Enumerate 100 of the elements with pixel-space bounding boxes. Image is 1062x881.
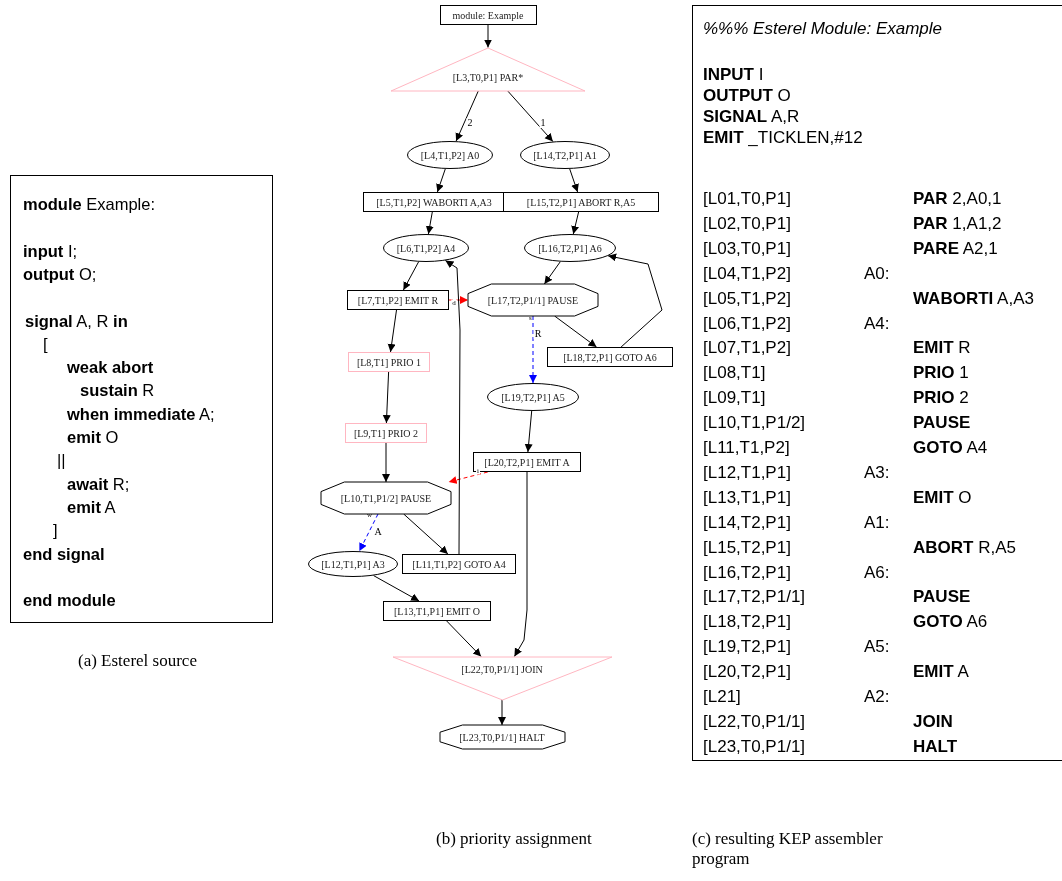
instruction: HALT — [913, 737, 958, 755]
edge-label: 2 — [466, 118, 474, 128]
node-text: [L12,T1,P1] A3 — [321, 558, 385, 570]
line-address: [L22,T0,P1/1] — [703, 712, 806, 730]
node-text: [L8,T1] PRIO 1 — [356, 356, 422, 368]
node-text: [L11,T1,P2] GOTO A4 — [412, 558, 506, 570]
label-ellipse — [487, 383, 579, 411]
line-address: [L07,T1,P2] — [703, 339, 791, 357]
code-line: await R; — [67, 475, 130, 493]
line-address: [L19,T2,P1] — [703, 638, 791, 656]
node-text: module: Example — [452, 9, 524, 21]
node-text: [L4,T1,P2] A0 — [420, 149, 480, 161]
process-box — [348, 352, 430, 372]
jump-label: A4: — [864, 314, 890, 332]
node-text: [L16,T2,P1] A6 — [538, 242, 602, 254]
pause-octagon — [439, 725, 565, 749]
edge-label: A — [373, 527, 383, 537]
instruction: ABORT R,A5 — [913, 538, 1016, 556]
arrow — [513, 471, 528, 657]
process-box — [547, 347, 673, 367]
line-address: [L10,T1,P1/2] — [703, 414, 806, 432]
instruction: GOTO A6 — [913, 613, 988, 631]
line-address: [L16,T2,P1] — [703, 563, 791, 581]
arrow — [425, 211, 434, 235]
instruction: GOTO A4 — [913, 439, 988, 456]
label-ellipse — [308, 551, 398, 577]
instruction: EMIT R — [913, 339, 971, 357]
line-address: [L21] — [703, 688, 741, 705]
line-address: [L02,T0,P1] — [703, 214, 791, 232]
process-box — [383, 601, 491, 621]
arrow — [529, 315, 537, 384]
process-box — [503, 192, 659, 212]
arrow — [607, 253, 663, 348]
caption: (b) priority assignment — [436, 829, 592, 849]
arrow — [569, 168, 579, 193]
node-text: [L18,T2,P1] GOTO A6 — [563, 351, 657, 363]
line-address: [L05,T1,P2] — [703, 289, 791, 307]
caption: (a) Esterel source — [78, 651, 197, 671]
line-address: [L01,T0,P1] — [703, 190, 791, 207]
pause-octagon — [321, 482, 451, 514]
instruction: PAUSE — [913, 588, 971, 606]
arrow — [402, 261, 420, 291]
fork-triangle — [391, 47, 585, 91]
jump-label: A6: — [864, 563, 890, 581]
line-address: [L14,T2,P1] — [703, 513, 791, 531]
instruction: WABORTI A,A3 — [913, 289, 1034, 307]
code-listing-panel — [10, 175, 273, 623]
arrow — [455, 90, 479, 142]
arrow — [524, 410, 533, 453]
node-text: [L22,T0,P1/1] JOIN — [461, 663, 543, 675]
instruction: EMIT A — [913, 663, 969, 681]
code-line: ] — [53, 522, 58, 539]
code-listing-panel — [692, 5, 1062, 761]
line-address: [L20,T2,P1] — [703, 663, 791, 681]
arrow — [571, 211, 580, 235]
edge-label: R — [533, 329, 543, 339]
line-address: [L15,T2,P1] — [703, 538, 791, 556]
jump-label: A1: — [864, 513, 890, 531]
process-box — [473, 452, 581, 472]
caption: (c) resulting KEP assembler program — [692, 829, 884, 869]
line-address: [L13,T1,P1] — [703, 488, 791, 506]
instruction: PAR 2,A0,1 — [913, 190, 1002, 207]
declaration-line: SIGNAL A,R — [703, 108, 800, 125]
declaration-line: OUTPUT O — [703, 87, 791, 104]
node-text: [L14,T2,P1] A1 — [533, 149, 597, 161]
arrow — [382, 442, 390, 483]
pause-octagon — [468, 284, 598, 316]
code-line: emit O — [67, 429, 119, 446]
code-line: [ — [43, 335, 48, 353]
jump-label: A0: — [864, 264, 890, 282]
arrow — [554, 315, 597, 348]
jump-label: A3: — [864, 463, 890, 481]
arrow — [484, 24, 492, 48]
code-line: end signal — [23, 545, 105, 562]
arrow — [387, 309, 397, 353]
instruction: PRIO 1 — [913, 364, 969, 382]
line-address: [L03,T0,P1] — [703, 239, 791, 257]
node-text: [L15,T2,P1] ABORT R,A5 — [526, 196, 636, 208]
edge-label: 1 — [539, 118, 547, 128]
line-address: [L12,T1,P1] — [703, 463, 791, 481]
arrow — [448, 471, 489, 484]
code-line: module Example: — [23, 196, 156, 213]
node-text: [L20,T2,P1] EMIT A — [484, 456, 570, 468]
node-text: [L9,T1] PRIO 2 — [353, 427, 419, 439]
join-triangle — [392, 656, 612, 700]
arrow — [506, 90, 554, 142]
instruction: JOIN — [913, 712, 953, 730]
arrow — [448, 296, 469, 304]
line-address: [L17,T2,P1/1] — [703, 588, 806, 606]
process-box — [439, 5, 537, 25]
instruction: PAR 1,A1,2 — [913, 214, 1002, 232]
line-address: [L18,T2,P1] — [703, 613, 791, 631]
arrow — [373, 575, 420, 602]
instruction: PRIO 2 — [913, 389, 969, 407]
code-line: signal A, R in — [25, 312, 128, 329]
label-ellipse — [524, 234, 616, 262]
process-box — [363, 192, 505, 212]
code-line: input I; — [23, 242, 78, 260]
code-line: output O; — [23, 265, 97, 283]
code-line: sustain R — [80, 382, 155, 399]
